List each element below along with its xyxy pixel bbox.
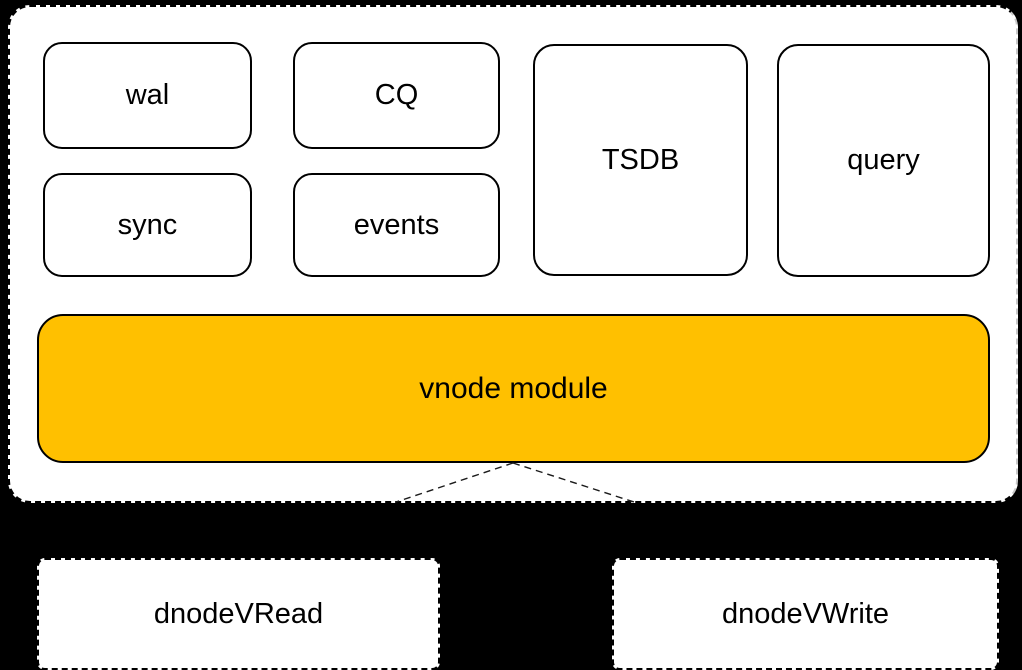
module-box-cq: CQ: [293, 42, 500, 149]
dnode-vwrite-label: dnodeVWrite: [721, 597, 890, 630]
module-label-wal: wal: [125, 79, 170, 111]
dnode-vread-box: dnodeVRead: [37, 558, 440, 670]
vnode-module-box: vnode module: [37, 314, 990, 463]
module-box-tsdb: TSDB: [533, 44, 748, 276]
module-label-query: query: [847, 144, 920, 176]
module-label-events: events: [353, 208, 440, 241]
module-box-events: events: [293, 173, 500, 277]
dnode-vread-label: dnodeVRead: [153, 597, 324, 630]
module-label-tsdb: TSDB: [601, 143, 680, 176]
vnode-module-label: vnode module: [419, 371, 608, 405]
dnode-vwrite-box: dnodeVWrite: [612, 558, 999, 670]
module-label-cq: CQ: [374, 79, 419, 111]
module-box-sync: sync: [43, 173, 252, 277]
module-box-query: query: [777, 44, 990, 277]
module-label-sync: sync: [117, 208, 178, 241]
module-box-wal: wal: [43, 42, 252, 149]
